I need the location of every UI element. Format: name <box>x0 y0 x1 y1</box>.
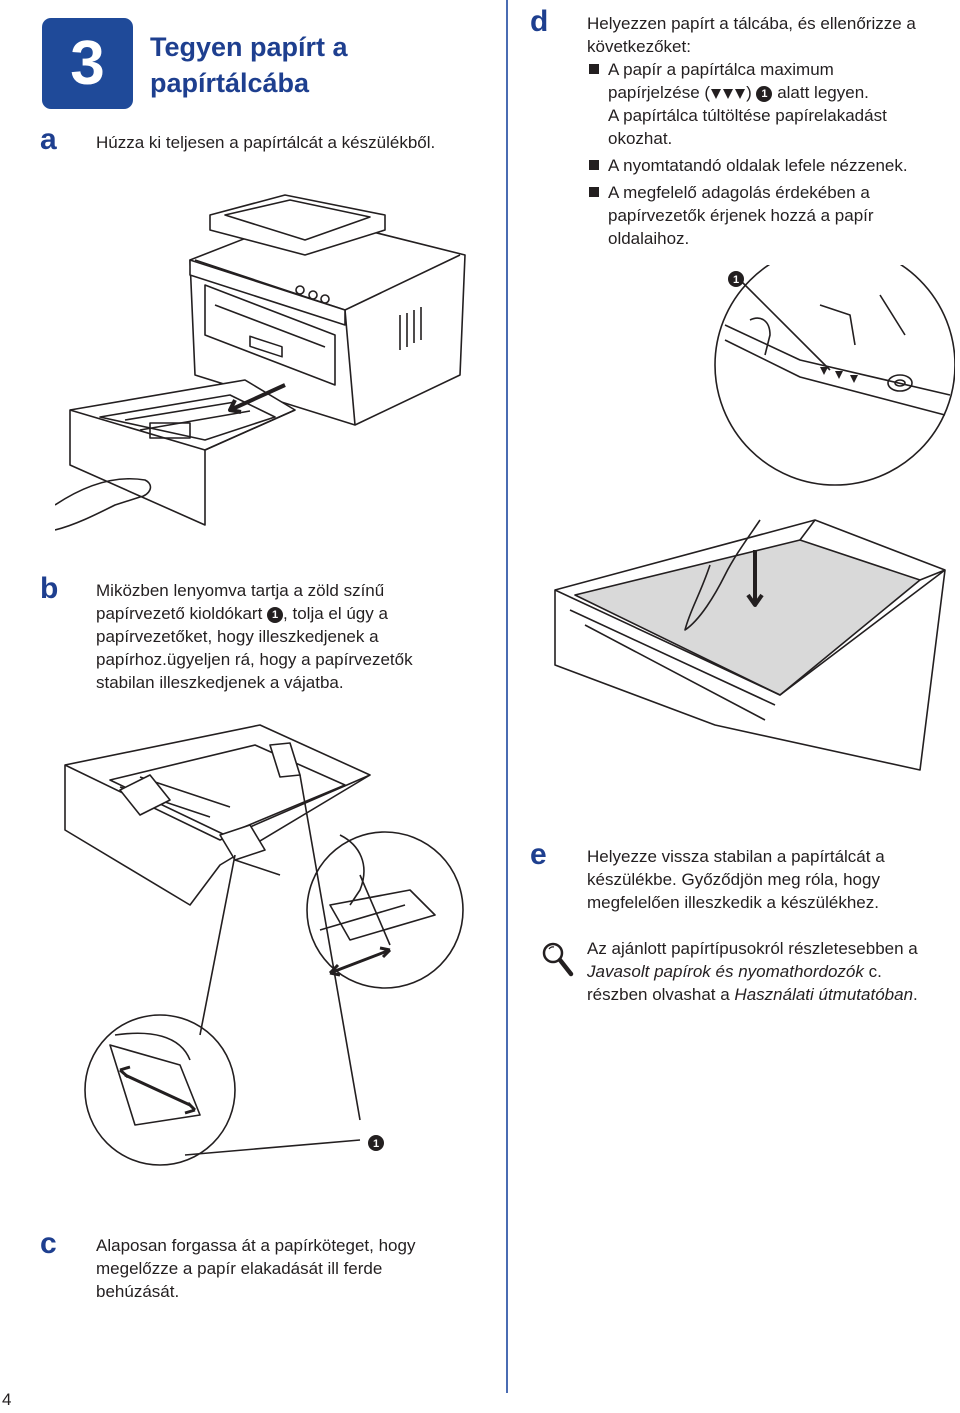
max-mark-icon <box>723 88 734 99</box>
step-d-intro: Helyezzen papírt a tálcába, és ellenőriz… <box>587 12 952 58</box>
callout-1-icon: 1 <box>267 606 284 623</box>
step-b-line-part: , tolja el úgy a <box>283 604 388 623</box>
section-title: Tegyen papírt a papírtálcába <box>150 32 348 98</box>
step-d-line: papírvezetők érjenek hozzá a papír <box>608 206 874 225</box>
step-d-line: Helyezzen papírt a tálcába, és ellenőriz… <box>587 14 916 33</box>
step-d-line: A papírtálca túltöltése papírelakadást <box>608 106 887 125</box>
step-b-line: papírhoz.ügyeljen rá, hogy a papírvezető… <box>96 650 413 669</box>
note-text: Az ajánlott papírtípusokról részletesebb… <box>587 937 957 1006</box>
note-line-part: részben olvashat a <box>587 985 735 1004</box>
step-b-line: papírvezetőket, hogy illeszkedjenek a <box>96 627 379 646</box>
paper-loading-illustration: 1 <box>554 265 955 771</box>
step-b-line: Miközben lenyomva tartja a zöld színű <box>96 581 385 600</box>
step-c-letter: c <box>40 1227 57 1260</box>
step-d-line: okozhat. <box>608 129 673 148</box>
step-a-letter: a <box>40 123 57 156</box>
note-line: Javasolt papírok és nyomathordozók c. <box>587 960 957 983</box>
step-e-letter: e <box>530 838 547 871</box>
step-e-line: Helyezze vissza stabilan a papírtálcát a <box>587 847 885 866</box>
step-d-line-part: alatt legyen. <box>777 83 869 102</box>
step-b-line: stabilan illeszkedjenek a vájatba. <box>96 673 344 692</box>
bullet-icon <box>589 160 599 170</box>
step-d-bullet-1: A papír a papírtálca maximum papírjelzés… <box>608 58 953 150</box>
note-italic: Javasolt papírok és nyomathordozók <box>587 962 864 981</box>
bullet-icon <box>589 64 599 74</box>
tray-guides-illustration: 1 <box>64 724 464 1166</box>
note-line: Az ajánlott papírtípusokról részletesebb… <box>587 939 918 958</box>
max-mark-icon <box>735 88 746 99</box>
step-b-line-part: papírvezető kioldókart <box>96 604 268 623</box>
step-d-line: A papír a papírtálca maximum <box>608 60 834 79</box>
step-e-line: készülékbe. Győződjön meg róla, hogy <box>587 870 880 889</box>
column-divider <box>506 0 508 1393</box>
step-a-text: Húzza ki teljesen a papírtálcát a készül… <box>96 133 436 152</box>
page-number: 4 <box>2 1390 12 1409</box>
note-line-part: c. <box>863 962 882 981</box>
svg-text:1: 1 <box>733 274 739 286</box>
step-d-line-part: papírjelzése ( <box>608 83 711 102</box>
step-b-line: papírvezető kioldókart 1, tolja el úgy a <box>96 602 496 625</box>
section-number-badge: 3 <box>42 18 133 109</box>
step-d-bullet-2: A nyomtatandó oldalak lefele nézzenek. <box>608 156 908 175</box>
step-c-text: Alaposan forgassa át a papírköteget, hog… <box>96 1234 496 1303</box>
step-b-letter: b <box>40 572 59 605</box>
step-e-text: Helyezze vissza stabilan a papírtálcát a… <box>587 845 952 914</box>
step-d-letter: d <box>530 5 549 38</box>
step-b-text: Miközben lenyomva tartja a zöld színű pa… <box>96 579 496 694</box>
bullet-icon <box>589 187 599 197</box>
note-line-part: . <box>913 985 918 1004</box>
callout-1-icon: 1 <box>756 85 773 102</box>
note-line: részben olvashat a Használati útmutatóba… <box>587 983 957 1006</box>
magnifier-icon <box>542 942 574 977</box>
svg-text:1: 1 <box>373 1138 379 1150</box>
step-d-line: A megfelelő adagolás érdekében a <box>608 183 870 202</box>
max-mark-icon <box>711 88 722 99</box>
note-italic: Használati útmutatóban <box>734 985 914 1004</box>
step-c-line: megelőzze a papír elakadását ill ferde <box>96 1259 383 1278</box>
step-c-line: behúzását. <box>96 1282 180 1301</box>
step-e-line: megfelelően illeszkedik a készülékhez. <box>587 893 879 912</box>
step-d-line-part: ) <box>746 83 752 102</box>
step-d-line: következőket: <box>587 37 691 56</box>
step-d-bullet-3: A megfelelő adagolás érdekében a papírve… <box>608 181 953 250</box>
step-d-line: papírjelzése () 1 alatt legyen. <box>608 81 953 104</box>
step-c-line: Alaposan forgassa át a papírköteget, hog… <box>96 1236 416 1255</box>
printer-tray-illustration <box>55 194 466 531</box>
step-d-line: oldalaihoz. <box>608 229 690 248</box>
